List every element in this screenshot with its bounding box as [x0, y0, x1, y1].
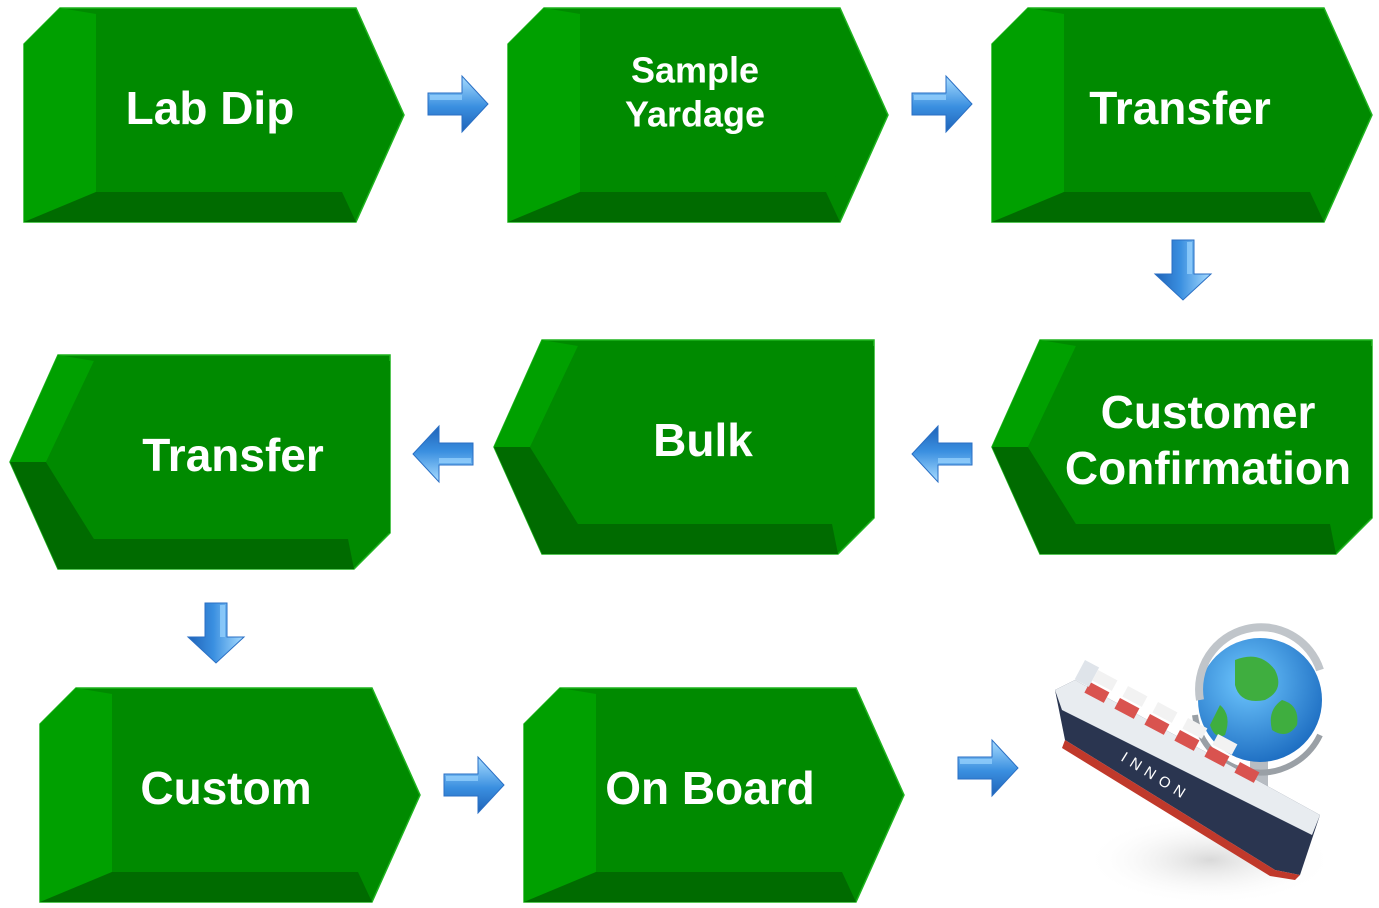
step-face [112, 694, 406, 872]
step-bevel-left [40, 688, 112, 902]
step-label: Transfer [142, 429, 324, 481]
step-face [96, 14, 390, 192]
flow-arrow-right-icon [443, 755, 505, 815]
step-lab-dip: Lab Dip [23, 7, 405, 223]
step-bevel-bottom [494, 447, 838, 554]
step-bevel-left [10, 355, 94, 462]
step-bevel-bottom [10, 462, 354, 569]
step-face [596, 694, 890, 872]
step-label: Yardage [625, 93, 765, 134]
step-label: Custom [140, 762, 311, 814]
flow-arrow-right-icon [427, 74, 489, 134]
step-bevel-bottom [40, 872, 372, 902]
step-bevel-left [24, 8, 96, 222]
step-bevel-bottom [24, 192, 356, 222]
flow-arrow-left-icon [911, 424, 973, 484]
step-transfer-2: Transfer [9, 354, 391, 570]
step-label: Sample [631, 50, 759, 91]
step-face [580, 14, 874, 192]
step-label: Transfer [1089, 82, 1271, 134]
step-transfer-1: Transfer [991, 7, 1373, 223]
step-bevel-bottom [992, 447, 1336, 554]
step-label: Lab Dip [126, 82, 295, 134]
step-on-board: On Board [523, 687, 905, 903]
step-bevel-left [508, 8, 580, 222]
step-label: Customer [1101, 386, 1316, 438]
flow-arrow-down-icon [186, 602, 246, 664]
step-bevel-left [992, 8, 1064, 222]
flow-arrow-down-icon [1153, 239, 1213, 301]
step-bulk: Bulk [493, 339, 875, 555]
step-face [1064, 14, 1358, 192]
step-label: On Board [605, 762, 815, 814]
step-bevel-left [524, 688, 596, 902]
container-ship-globe-icon: INNON [1055, 623, 1335, 905]
step-face [1028, 346, 1372, 524]
step-label: Bulk [653, 414, 753, 466]
step-bevel-bottom [508, 192, 840, 222]
step-bevel-left [992, 340, 1076, 447]
flow-arrow-right-icon [957, 738, 1019, 798]
step-face [46, 361, 390, 539]
step-bevel-left [494, 340, 578, 447]
step-face [530, 346, 874, 524]
step-bevel-bottom [992, 192, 1324, 222]
step-bevel-bottom [524, 872, 856, 902]
flow-arrow-left-icon [412, 424, 474, 484]
step-label: Confirmation [1065, 442, 1351, 494]
step-custom: Custom [39, 687, 421, 903]
flow-arrow-right-icon [911, 74, 973, 134]
